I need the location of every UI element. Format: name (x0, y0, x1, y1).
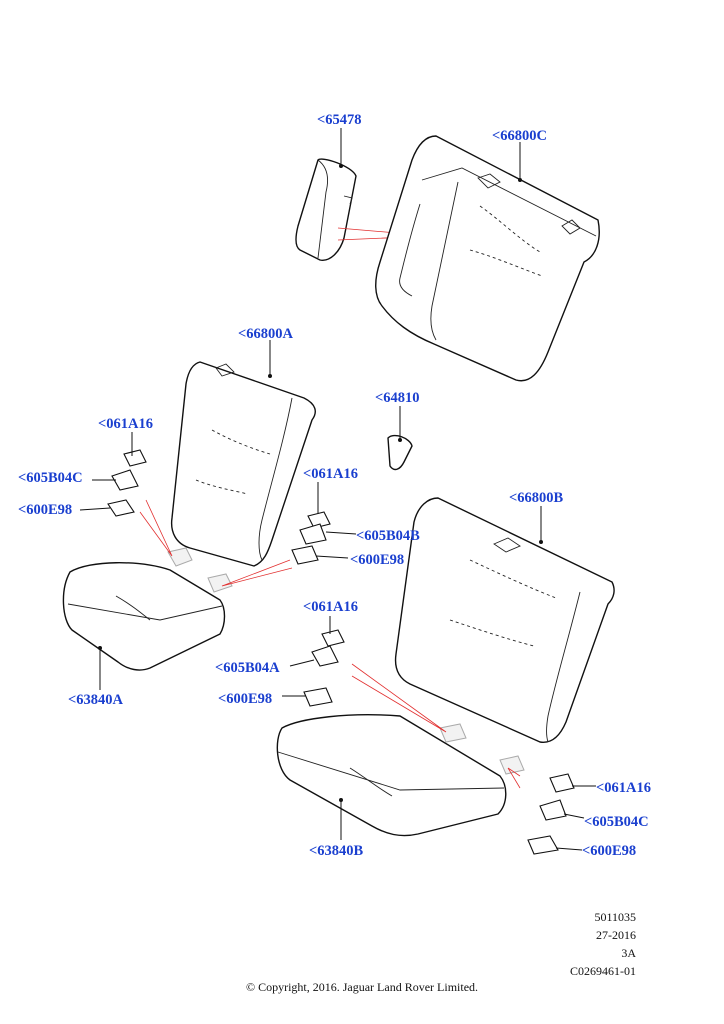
diagram-meta: 5011035 27-2016 3A C0269461-01 (570, 908, 636, 980)
label-605B04C-left[interactable]: <605B04C (18, 470, 83, 486)
label-63840B[interactable]: <63840B (309, 843, 364, 859)
copyright-notice: © Copyright, 2016. Jaguar Land Rover Lim… (245, 980, 479, 994)
clip-group-left (79, 432, 147, 517)
meta-line-1: 5011035 (594, 910, 636, 924)
label-600E98-mid[interactable]: <600E98 (350, 552, 404, 568)
label-061A16-left[interactable]: <061A16 (98, 416, 153, 432)
armrest-65478 (295, 128, 357, 261)
meta-line-2: 27-2016 (596, 928, 636, 942)
label-66800C[interactable]: <66800C (492, 128, 547, 144)
meta-line-3: 3A (621, 946, 636, 960)
label-061A16-right[interactable]: <061A16 (596, 780, 651, 796)
clip-group-mid (291, 482, 357, 565)
label-63840A[interactable]: <63840A (68, 692, 124, 708)
cushion-63840B (276, 714, 507, 840)
label-605B04A[interactable]: <605B04A (215, 660, 280, 676)
label-605B04C-right[interactable]: <605B04C (584, 814, 649, 830)
label-600E98-low[interactable]: <600E98 (218, 691, 272, 707)
backrest-66800C (375, 135, 600, 382)
label-66800B[interactable]: <66800B (509, 490, 564, 506)
label-65478[interactable]: <65478 (317, 112, 362, 128)
backrest-66800A (170, 340, 316, 567)
label-605B04B[interactable]: <605B04B (356, 528, 420, 544)
label-061A16-low[interactable]: <061A16 (303, 599, 358, 615)
cushion-63840A (62, 562, 226, 690)
red-leaders (139, 499, 521, 789)
backrest-66800B (394, 497, 615, 743)
ghost-clips (167, 547, 525, 775)
label-061A16-mid[interactable]: <061A16 (303, 466, 358, 482)
label-66800A[interactable]: <66800A (238, 326, 294, 342)
label-600E98-right[interactable]: <600E98 (582, 843, 636, 859)
clip-group-right (527, 773, 596, 855)
label-64810[interactable]: <64810 (375, 390, 420, 406)
clip-group-low (282, 616, 345, 707)
meta-line-4: C0269461-01 (570, 964, 636, 978)
headrest-guide-64810 (387, 406, 413, 471)
part-labels: <65478 <66800C <66800A <64810 <061A16 <6… (18, 112, 651, 859)
label-600E98-left[interactable]: <600E98 (18, 502, 72, 518)
